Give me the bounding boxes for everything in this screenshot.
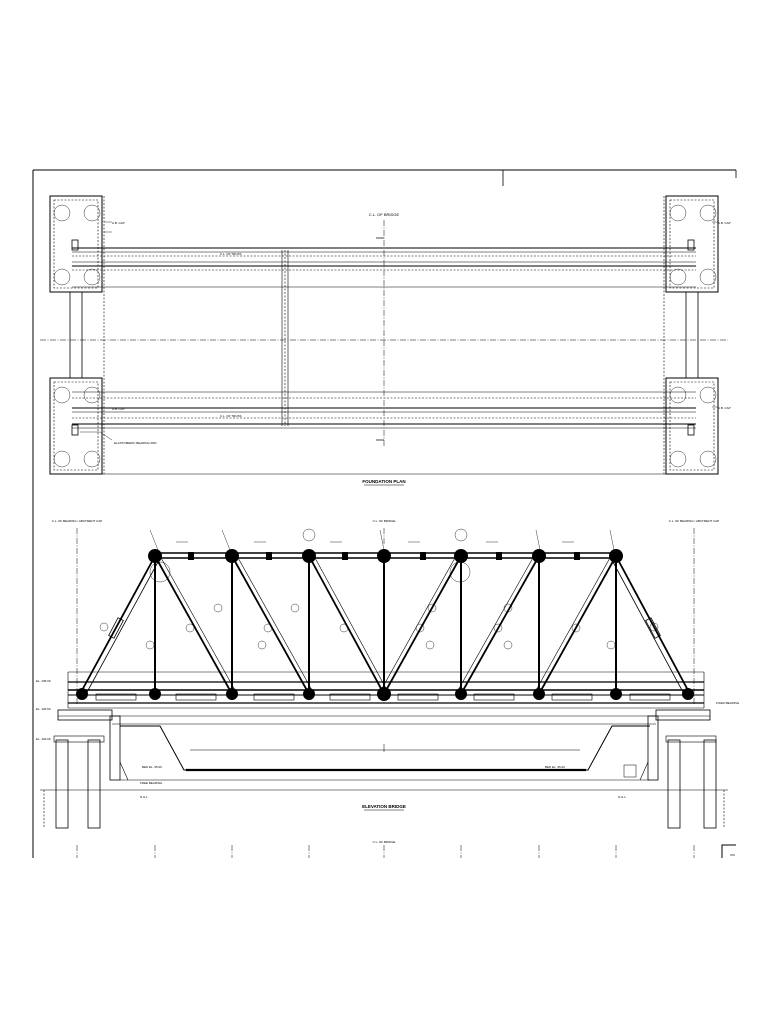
plan-top-chord-note: C.L. OF TRUSS <box>220 252 241 256</box>
plan-note-cap-1: A.B. CAP <box>112 221 125 225</box>
plan-note-cap-2: A.B. CAP <box>718 221 731 225</box>
ground-right-label: N.G.L. <box>618 795 627 799</box>
substructure <box>40 709 728 829</box>
top-chord-splices <box>188 552 580 560</box>
pile-cap-top-left <box>49 195 103 293</box>
plan-note-cap-3: A.B. CAP <box>112 407 125 411</box>
elevation-centerline-label: C.L. OF BRIDGE <box>373 519 396 523</box>
bottom-grid-ticks <box>76 845 695 858</box>
pile-cap-bottom-right <box>665 377 719 475</box>
water-right-label: BED EL. 95.00 <box>545 765 565 769</box>
truss-elevation: C.L. OF BEARING / ABUTMENT CAP C.L. OF B… <box>36 519 740 858</box>
plan-note-cap-4: A.B. CAP <box>718 406 731 410</box>
bearing-right-label: FIXED BEARING <box>716 701 740 705</box>
right-bearing-label: C.L. OF BEARING / ABUTMENT CAP <box>669 519 720 523</box>
pile-cap-top-right <box>665 195 719 293</box>
bottom-centerline-label: C.L. OF BRIDGE <box>373 840 396 844</box>
deck-panels <box>95 693 671 701</box>
elevation-title: ELEVATION BRIDGE <box>362 804 406 809</box>
elev-left-mid: EL. 103.50 <box>36 707 51 711</box>
plan-callout-note: ELASTOMERIC BEARING PAD <box>114 441 157 445</box>
plan-title: FOUNDATION PLAN <box>362 479 405 484</box>
ground-left-label: N.G.L. <box>140 795 149 799</box>
bearing-left-label: FREE BEARING <box>140 781 163 785</box>
plan-centerline-label: C.L. OF BRIDGE <box>369 212 400 217</box>
top-gusset-plates <box>148 549 623 563</box>
pile-cap-bottom-left <box>49 377 103 475</box>
foundation-plan: C.L. OF BRIDGE A.B. CAP A.B. CAP A.B. CA… <box>40 195 731 486</box>
truss-end-posts <box>79 555 691 695</box>
truss-diagonals <box>154 555 617 695</box>
truss-verticals <box>154 556 617 694</box>
elev-left-top: EL. 105.00 <box>36 679 51 683</box>
member-callouts <box>99 528 659 650</box>
water-left-label: BED EL. 95.00 <box>142 765 162 769</box>
left-bearing-label: C.L. OF BEARING / ABUTMENT CAP <box>52 519 103 523</box>
plan-bottom-chord-note: C.L. OF TRUSS <box>220 414 241 418</box>
bottom-gusset-plates <box>76 687 694 701</box>
elev-left-low: EL. 102.00 <box>36 737 51 741</box>
sheet-border <box>32 169 737 858</box>
